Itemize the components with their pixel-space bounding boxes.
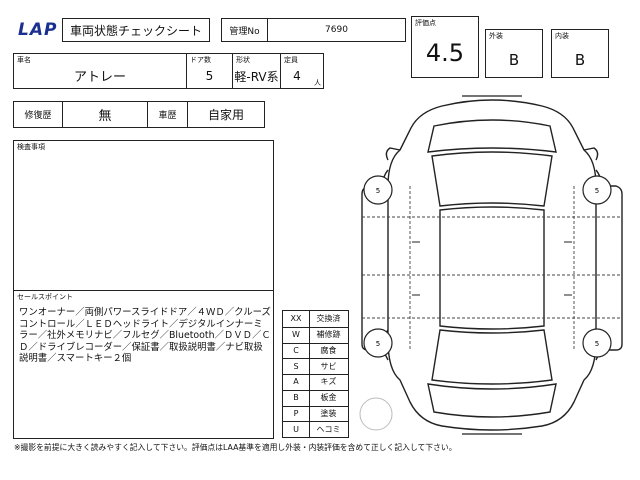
sales-points-box: セールスポイント ワンオーナー／両側パワースライドドア／４ＷＤ／クルーズコントロ…: [13, 290, 274, 439]
interior-box: 内装 B: [551, 29, 609, 78]
legend-meaning: 補修跡: [316, 330, 341, 340]
legend-divider: [282, 342, 349, 344]
legend-code: U: [293, 424, 299, 434]
score-value: 4.5: [425, 39, 465, 67]
left-mirror: [385, 147, 401, 161]
car-body-diagram: 5 5 5 5: [359, 95, 623, 435]
history-row: 修復歴 無 車歴 自家用: [13, 101, 265, 128]
car-name-value: アトレー: [73, 69, 126, 85]
legend-meaning: 板金: [320, 393, 337, 403]
legend-code: S: [293, 361, 299, 371]
tire-front-left-value: 5: [376, 187, 380, 195]
usage-history-label: 車歴: [158, 111, 177, 121]
legend-divider: [282, 421, 349, 423]
legend-meaning: キズ: [320, 377, 337, 387]
sheet-title-text: 車両状態チェックシート: [69, 23, 202, 38]
score-box: 評価点 4.5: [411, 16, 479, 78]
car-roof: [439, 206, 545, 330]
tire-front-left: 5: [363, 175, 393, 205]
car-rear-window: [431, 329, 553, 385]
tire-rear-right-value: 5: [595, 340, 599, 348]
lap-logo: LAP: [18, 20, 58, 40]
kanri-no-label: 管理No: [229, 26, 260, 37]
vehicle-info-row: 車名 アトレー ドア数 5 形状 軽-RV系 定員 4 人: [13, 53, 324, 89]
legend-code: C: [293, 345, 299, 355]
sheet-title: 車両状態チェックシート: [62, 18, 210, 42]
score-label: 評価点: [415, 19, 436, 27]
car-rear-hatch: [427, 383, 557, 418]
tire-front-right-value: 5: [595, 187, 599, 195]
tire-rear-left-value: 5: [376, 340, 380, 348]
sales-points-text: ワンオーナー／両側パワースライドドア／４ＷＤ／クルーズコントロール／ＬＥＤヘッド…: [19, 307, 271, 365]
legend-divider: [282, 374, 349, 375]
doors-value: 5: [205, 69, 214, 83]
repair-history-label: 修復歴: [24, 111, 52, 121]
sales-points-label: セールスポイント: [17, 293, 73, 301]
legend-meaning: サビ: [320, 361, 337, 371]
shape-label: 形状: [236, 56, 250, 64]
tire-front-right: 5: [582, 175, 612, 205]
footer-note: ※撮影を前提に大きく読みやすく記入して下さい。評価点はLAA基準を適用し外装・内…: [14, 443, 457, 452]
car-right-side: [596, 185, 623, 351]
legend-meaning: 交換済: [316, 314, 341, 324]
legend-divider: [282, 405, 349, 407]
exterior-value: B: [508, 51, 520, 69]
interior-label: 内装: [555, 32, 569, 40]
repair-history-value: 無: [98, 109, 112, 124]
legend-code: P: [293, 408, 299, 418]
interior-value: B: [574, 51, 586, 69]
shape-value: 軽-RV系: [234, 69, 279, 84]
legend-meaning: 塗装: [320, 408, 337, 418]
spare-tire-circle: [359, 397, 393, 431]
legend-code: A: [293, 377, 299, 387]
tire-rear-right: 5: [582, 328, 612, 358]
legend-divider: [282, 389, 349, 391]
kanri-no-value: 7690: [325, 25, 348, 35]
legend-code: B: [293, 393, 299, 403]
kanri-no-box: 管理No 7690: [221, 18, 406, 42]
legend-meaning: 腐食: [320, 345, 337, 355]
capacity-unit: 人: [314, 79, 321, 87]
legend-code: XX: [290, 314, 302, 324]
inspection-box: 検査事項: [13, 140, 274, 291]
capacity-label: 定員: [284, 56, 298, 64]
exterior-label: 外装: [489, 32, 503, 40]
car-left-side: [361, 185, 388, 351]
usage-history-value: 自家用: [207, 108, 244, 122]
car-outline: [387, 99, 597, 431]
legend-code: W: [292, 330, 300, 340]
legend-divider: [282, 326, 349, 328]
car-name-label: 車名: [17, 56, 31, 64]
tire-rear-left: 5: [363, 328, 393, 358]
exterior-box: 外装 B: [485, 29, 543, 78]
legend-divider: [282, 358, 349, 360]
right-mirror: [583, 147, 599, 161]
legend-meaning: ヘコミ: [316, 424, 341, 434]
car-windshield: [431, 151, 553, 207]
car-front-hood: [427, 119, 557, 153]
capacity-value: 4: [293, 69, 301, 83]
inspection-label: 検査事項: [17, 143, 45, 151]
doors-label: ドア数: [190, 56, 211, 64]
